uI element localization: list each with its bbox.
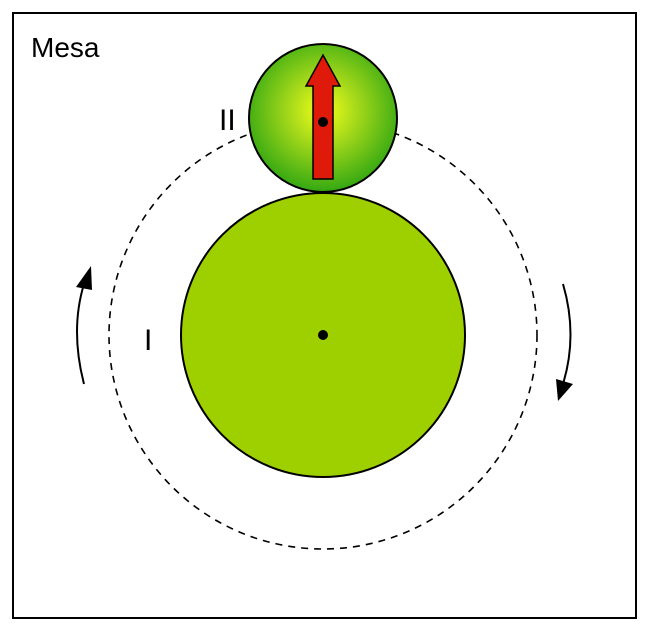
counter-clockwise-arrow-icon [76, 283, 85, 385]
counter-clockwise-arrowhead [76, 266, 92, 290]
clockwise-arrow-icon [562, 283, 572, 385]
clockwise-arrowhead [556, 379, 573, 401]
large-disc-center-dot [318, 330, 328, 340]
table-label: Mesa [31, 32, 100, 63]
large-disc-label: I [144, 324, 152, 357]
orbit-path [108, 120, 538, 550]
small-disc-label: II [219, 104, 236, 137]
small-disc-center-dot [318, 117, 328, 127]
